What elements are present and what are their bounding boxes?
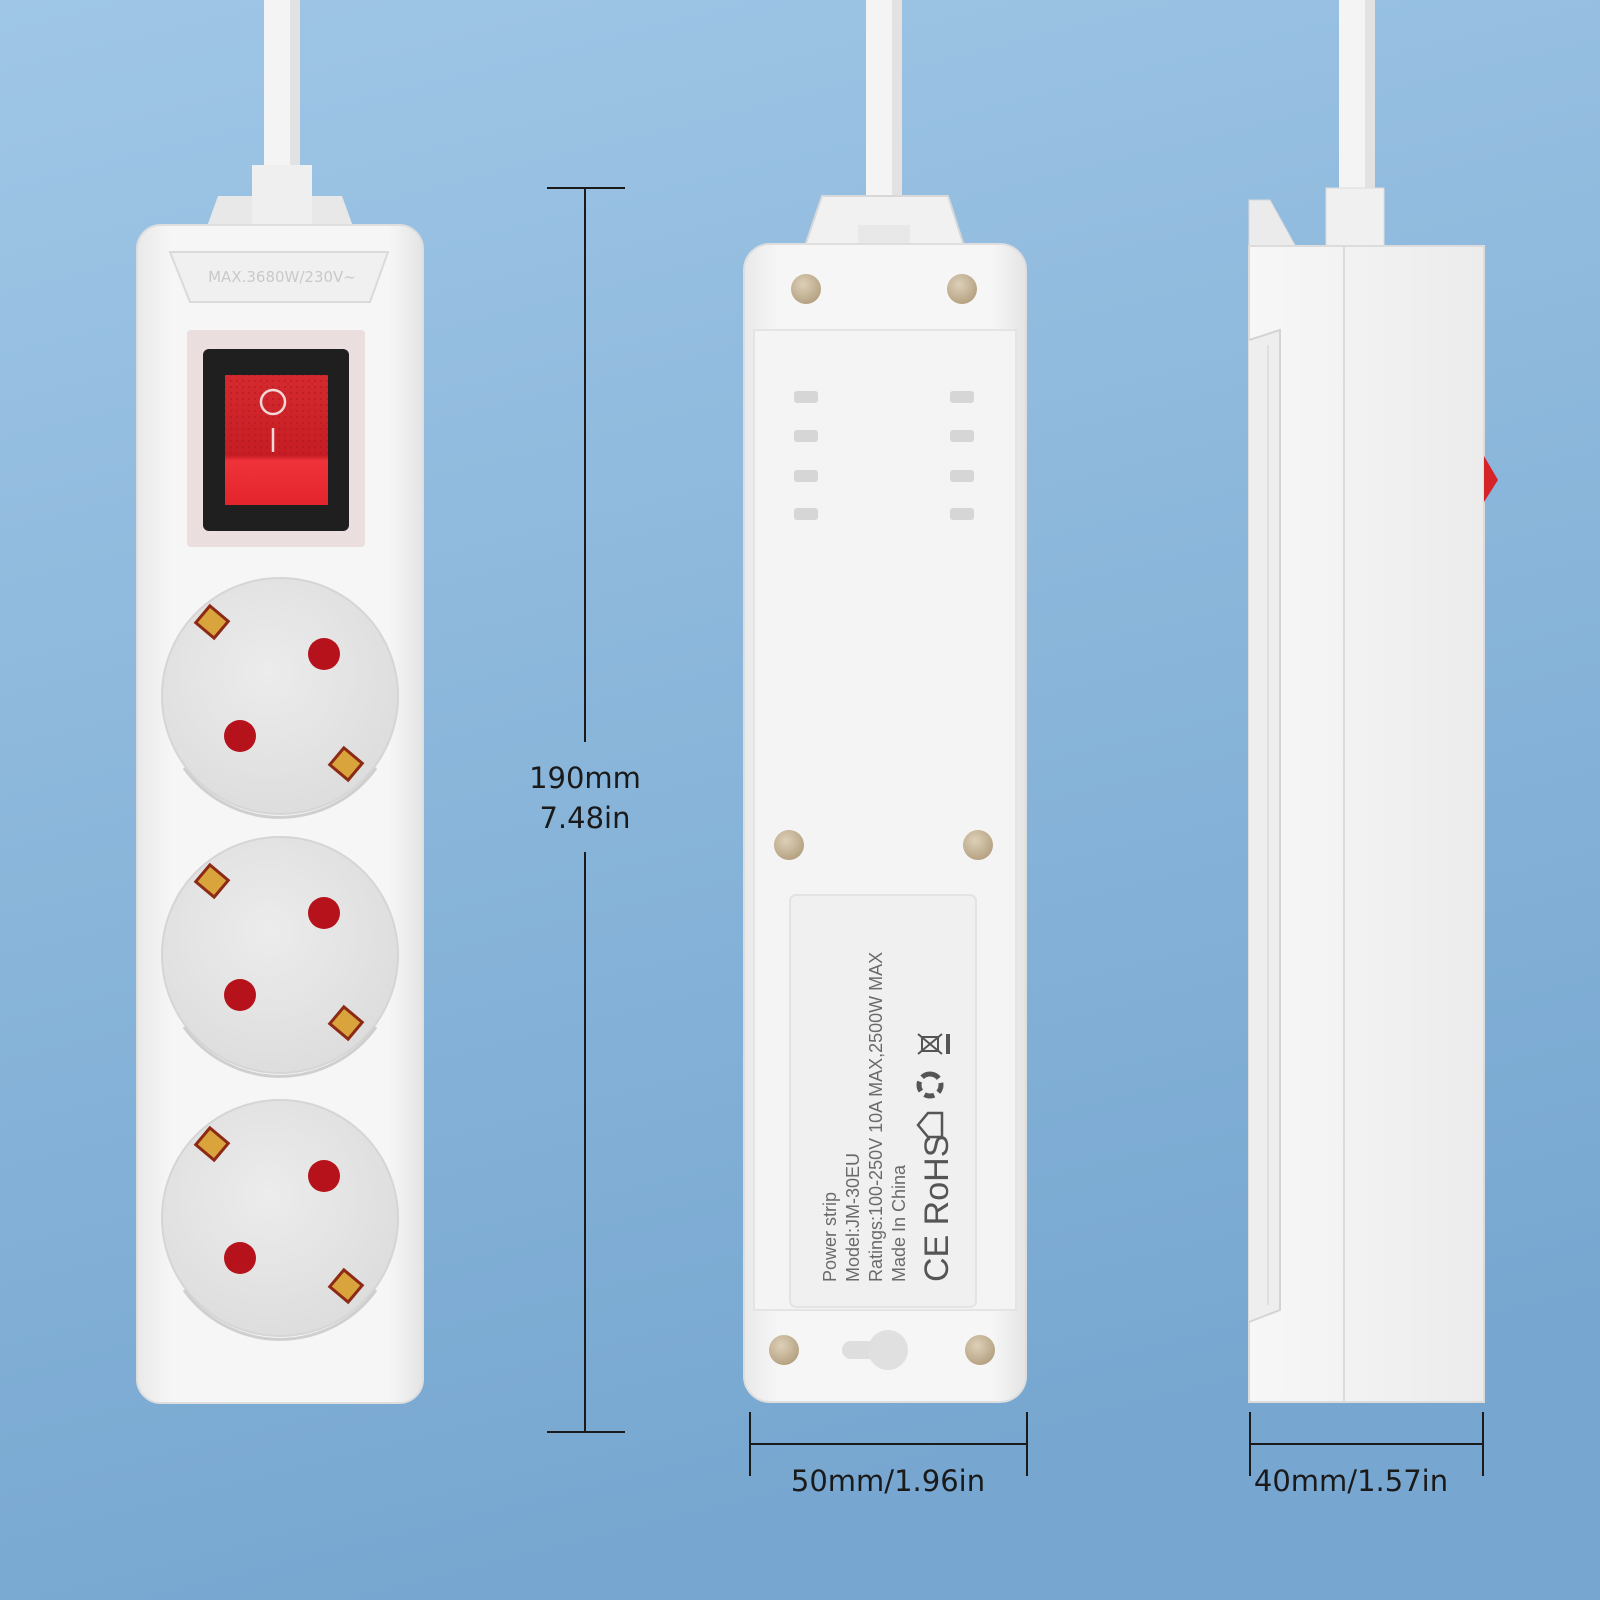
ground-clip xyxy=(193,603,231,641)
screw-icon xyxy=(791,274,821,304)
ground-clip xyxy=(327,745,365,783)
certification-marks: CE RoHS xyxy=(918,1135,956,1282)
ground-clip xyxy=(193,862,231,900)
socket-hole xyxy=(224,979,256,1011)
socket-hole xyxy=(224,720,256,752)
front-sockets xyxy=(161,577,399,1341)
socket-hole xyxy=(308,897,340,929)
socket[interactable] xyxy=(161,836,399,1078)
spec-label-text: Power strip Model:JM-30EU Ratings:100-25… xyxy=(820,952,956,1282)
screw-icon xyxy=(769,1335,799,1365)
wall-mount-keyhole xyxy=(842,1330,908,1370)
spec-line-origin: Made In China xyxy=(889,1164,909,1282)
max-rating-plate xyxy=(168,251,390,303)
width-label: 50mm/1.96in xyxy=(791,1464,985,1498)
width-dimension: 50mm/1.96in xyxy=(749,1412,1028,1498)
switch-on-symbol-icon xyxy=(259,388,287,416)
socket[interactable] xyxy=(161,1099,399,1341)
house-icon xyxy=(916,1111,944,1139)
depth-label: 40mm/1.57in xyxy=(1254,1464,1448,1498)
max-rating-label: MAX.3680W/230V~ xyxy=(208,268,356,286)
back-view: Power strip Model:JM-30EU Ratings:100-25… xyxy=(743,0,1027,1403)
length-in-label: 7.48in xyxy=(539,801,630,835)
depth-dimension: 40mm/1.57in xyxy=(1249,1412,1484,1498)
socket-hole xyxy=(224,1242,256,1274)
spec-line-model: Model:JM-30EU xyxy=(843,1153,863,1282)
screw-icon xyxy=(947,274,977,304)
socket-hole xyxy=(308,638,340,670)
back-screws xyxy=(769,274,995,1365)
length-mm-label: 190mm xyxy=(529,761,641,795)
socket[interactable] xyxy=(161,577,399,819)
screw-icon xyxy=(965,1335,995,1365)
screw-icon xyxy=(963,830,993,860)
ground-clip xyxy=(193,1125,231,1163)
spec-line-product: Power strip xyxy=(820,1192,840,1282)
recycle-icon xyxy=(916,1071,944,1099)
spec-line-ratings: Ratings:100-250V 10A MAX,2500W MAX xyxy=(866,952,886,1282)
length-dimension: 190mm 7.48in xyxy=(529,187,641,1433)
crossed-bin-icon xyxy=(917,1033,950,1055)
spec-label-plate xyxy=(789,894,977,1308)
front-view: MAX.3680W/230V~ xyxy=(136,0,424,1404)
side-view xyxy=(1248,0,1498,1403)
side-switch-edge xyxy=(1484,456,1498,502)
side-body xyxy=(1248,245,1485,1403)
socket-hole xyxy=(308,1160,340,1192)
power-switch[interactable] xyxy=(187,330,365,547)
ground-clip xyxy=(327,1004,365,1042)
ground-clip xyxy=(327,1267,365,1305)
screw-icon xyxy=(774,830,804,860)
vent-slots xyxy=(794,391,974,520)
